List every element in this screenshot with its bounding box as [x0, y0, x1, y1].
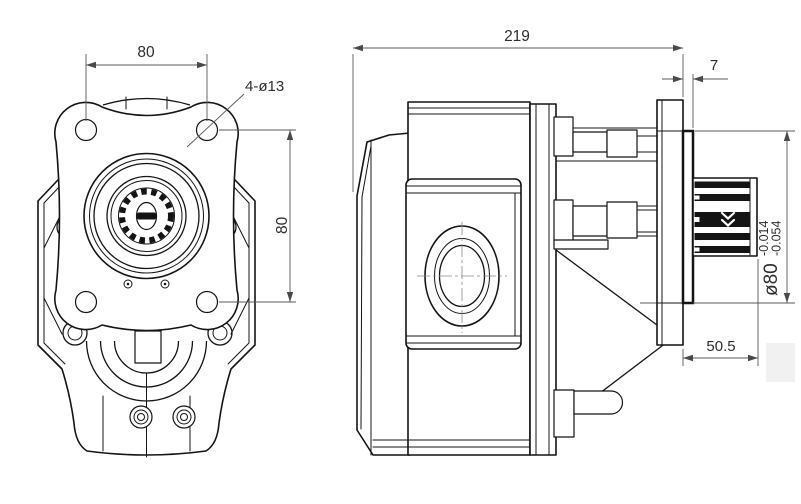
- dim-text-front-height: 80: [274, 216, 291, 234]
- shaft-slot: [137, 212, 156, 220]
- center-pilot-rings: [83, 152, 210, 289]
- port-centerlines: [417, 222, 507, 333]
- dimension-pilot-diameter-80: ø80 -0.014 -0.054: [693, 130, 795, 304]
- dim-text-overall-length: 219: [504, 28, 530, 45]
- foot-bolt-hole: [172, 405, 196, 429]
- side-view: 219 7 ø80 -0.014 -0.054: [352, 28, 795, 456]
- spline-teeth-ring: [119, 188, 174, 244]
- callout-flange-holes: 4-ø13: [186, 78, 284, 148]
- spline-bore-outer: [118, 187, 175, 245]
- dimension-front-vertical-80: 80: [219, 129, 296, 303]
- side-mounting-flange: [656, 99, 684, 346]
- dim-text-shaft-length: 50.5: [706, 338, 735, 355]
- flange-bottom-notch: [134, 330, 162, 364]
- front-plate-stack: [529, 103, 557, 456]
- flange-hole: [74, 290, 98, 314]
- dim-text-pilot-length: 7: [710, 57, 718, 74]
- dimension-front-horizontal-80: 80: [85, 44, 208, 121]
- dim-text-front-width: 80: [137, 44, 155, 61]
- flange-hole: [74, 118, 98, 142]
- paper-artifact: [766, 343, 795, 382]
- tie-rod-stud-bottom: [553, 389, 624, 438]
- dimension-pilot-length-7: 7: [662, 57, 728, 128]
- dim-text-pilot-diameter: ø80: [761, 263, 782, 296]
- splined-shaft: [692, 177, 758, 257]
- dim-text-tolerance-upper: -0.014: [757, 221, 771, 256]
- tie-rod-stud-top: [553, 116, 658, 158]
- flange-hole: [195, 290, 219, 314]
- front-view: 80 80 4-ø13: [37, 44, 296, 458]
- foot-bolt-hole: [129, 405, 153, 429]
- pilot-spigot: [681, 129, 695, 305]
- dim-text-tolerance-lower: -0.054: [770, 221, 784, 256]
- body-top-arc: [102, 97, 191, 106]
- pin-hole: [160, 279, 170, 289]
- tie-rod-stud-middle: [553, 199, 658, 250]
- dimension-overall-length-219: 219: [352, 28, 684, 192]
- dimension-shaft-length-50-5: 50.5: [682, 259, 759, 366]
- flange-hole: [195, 118, 219, 142]
- hole-callout-text: 4-ø13: [245, 78, 284, 95]
- spline-center-chevrons: [720, 211, 736, 227]
- port-block: [405, 178, 522, 350]
- pin-hole: [123, 279, 133, 289]
- rear-cover: [356, 132, 411, 456]
